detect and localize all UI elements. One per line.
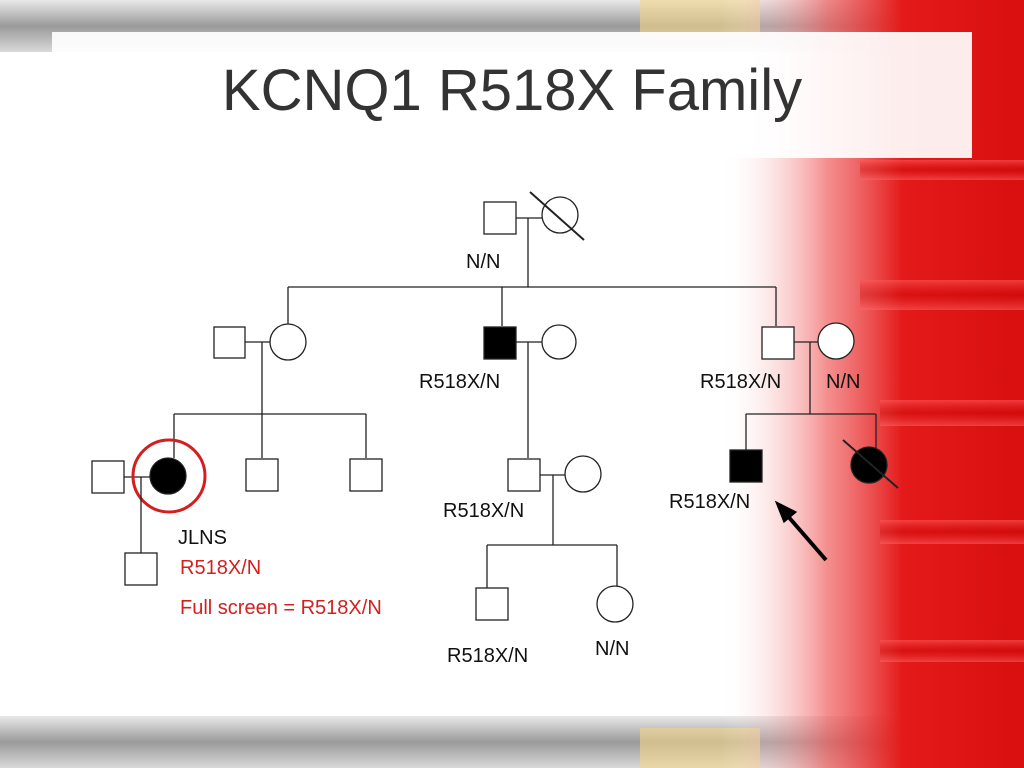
proband-condition-label: JLNS [178, 527, 227, 549]
gen3-proband-female-affected [149, 457, 187, 495]
gen2-center-spouse-female [541, 324, 577, 360]
gen1-male [483, 201, 517, 235]
gen4-female [596, 585, 634, 623]
gen3-center-male [507, 458, 541, 492]
gen4-female-genotype-label: N/N [595, 638, 630, 660]
red-stripe-2 [860, 280, 1024, 310]
gen1-female-deceased-slash [529, 191, 585, 241]
gen3-center-genotype-label: R518X/N [443, 500, 525, 522]
gen3-right-male-affected [729, 449, 763, 483]
gen3-sibling1-male [245, 458, 279, 492]
gen2-center-male-affected [483, 326, 517, 360]
gen2-left-spouse-male [213, 326, 246, 359]
red-stripe-1 [860, 160, 1024, 180]
gen2-right-female-genotype-label: N/N [826, 371, 861, 393]
gen2-right-male-genotype-label: R518X/N [700, 371, 782, 393]
gen2-center-genotype-label: R518X/N [419, 371, 501, 393]
legend-note: Full screen = R518X/N [180, 597, 382, 619]
gen3-center-spouse-female [564, 455, 602, 493]
gen2-left-female [269, 323, 307, 361]
proband-highlight-ring [131, 438, 207, 514]
gen4-male-genotype-label: R518X/N [447, 645, 529, 667]
consultand-arrow-head [774, 500, 798, 524]
gen3-sibling2-male [349, 458, 383, 492]
red-stripe-3 [880, 400, 1024, 426]
gen1-female [541, 196, 579, 234]
consultand-arrow-shaft [784, 512, 828, 562]
gen3-proband-spouse-male [91, 460, 125, 494]
gen2-right-spouse-female [817, 322, 855, 360]
gen1-genotype-label: N/N [466, 251, 501, 273]
slide-title: KCNQ1 R518X Family [221, 58, 803, 123]
title-panel [52, 32, 972, 158]
gen4-male [475, 587, 509, 621]
gen4-proband-son [124, 552, 158, 586]
red-stripe-4 [880, 520, 1024, 544]
gen3-right-female-deceased-slash [842, 439, 899, 489]
gen2-right-male [761, 326, 795, 360]
gen3-right-genotype-label: R518X/N [669, 491, 751, 513]
proband-genotype-label: R518X/N [180, 557, 262, 579]
red-stripe-5 [880, 640, 1024, 662]
